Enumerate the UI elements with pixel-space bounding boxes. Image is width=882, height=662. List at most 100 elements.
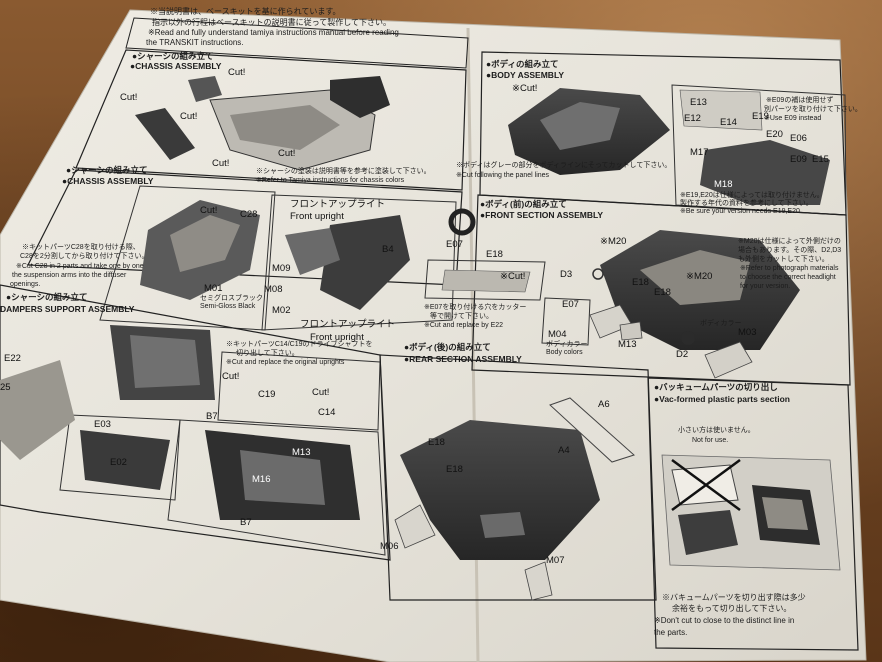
front-upright-en-2: Front upright bbox=[310, 332, 364, 343]
chassis-note-jp: ※シャーシの塗装は説明書等を参考に塗装して下さい。 bbox=[256, 168, 431, 175]
chassis-top-box bbox=[75, 49, 467, 191]
e07-note-jp-1: ※E07を取り付ける穴をカッター bbox=[424, 304, 527, 311]
body-low-jp: ※E19,E20は仕様によっては取り付けません。 bbox=[680, 192, 824, 199]
c14-label: C14 bbox=[318, 407, 336, 418]
d3-label: D3 bbox=[560, 269, 573, 280]
upright-subbox bbox=[261, 194, 457, 331]
cut-label-5: Cut! bbox=[212, 158, 230, 169]
floor-part-left bbox=[135, 108, 195, 160]
e02-label: E02 bbox=[110, 457, 127, 468]
notice-box bbox=[125, 17, 469, 69]
e18-rear-label-2: E18 bbox=[446, 464, 463, 475]
cut-box bbox=[424, 259, 546, 301]
b7-label-2: B7 bbox=[240, 517, 252, 528]
m04-color-en: Body colors bbox=[546, 349, 583, 356]
vac-notuse-en: Not for use. bbox=[692, 437, 729, 444]
e19-label: E19 bbox=[752, 111, 769, 122]
notice-jp: ※当説明書は、ベースキットを基に作られています。 bbox=[150, 7, 341, 16]
headlight-note-jp-1: ※M20は仕様によって外側だけの bbox=[738, 238, 841, 245]
headlight-note-en-2: to choose the correct headlight bbox=[740, 274, 836, 281]
shaft-cut-2: Cut! bbox=[312, 387, 330, 398]
vac-notuse-jp: 小さい方は使いません。 bbox=[678, 427, 755, 434]
shaft-note-en: ※Cut and replace the original uprights bbox=[226, 359, 345, 366]
chassis-title-jp: ●シャーシの組み立て bbox=[66, 165, 148, 175]
shaft-box bbox=[217, 351, 381, 431]
body-inset-part bbox=[700, 140, 830, 205]
vac-light-right-inner bbox=[762, 497, 808, 530]
small-part-top bbox=[188, 76, 222, 102]
e03-label: E03 bbox=[94, 419, 111, 430]
body-note-jp: ※ボディはグレーの部分をボディラインにそってカットして下さい。 bbox=[456, 162, 672, 169]
b7-label: B7 bbox=[206, 411, 218, 422]
cut-label-3: Cut! bbox=[180, 111, 198, 122]
m01-label: M01 bbox=[204, 283, 223, 294]
rear-chassis-box-right bbox=[167, 419, 386, 556]
chassis-title-en: ●CHASSIS ASSEMBLY bbox=[62, 176, 154, 186]
e07-label-2: E07 bbox=[562, 299, 579, 310]
m20-label-2: ※M20 bbox=[686, 271, 713, 282]
dampers-part-center-detail bbox=[130, 335, 200, 388]
c28-note-en-2: the suspension arms into the diffuser bbox=[12, 272, 127, 279]
e18-label-3: E18 bbox=[654, 287, 671, 298]
m03-part bbox=[704, 341, 753, 379]
cut-label-4: Cut! bbox=[278, 148, 296, 159]
rear-chassis-part-right-detail bbox=[240, 450, 325, 505]
notice-en-2: the TRANSKIT instructions. bbox=[146, 38, 244, 47]
vac-title-jp: ●バッキュームパーツの切り出し bbox=[654, 382, 778, 392]
vac-bottom-en-1: ※Don't cut to close to the distinct line… bbox=[654, 616, 795, 625]
e20-label: E20 bbox=[766, 129, 783, 140]
vac-box bbox=[647, 377, 859, 651]
a6-label: A6 bbox=[598, 399, 610, 410]
m06-part bbox=[394, 504, 436, 549]
m20-label: ※M20 bbox=[600, 236, 627, 247]
vac-bottom-en-2: the parts. bbox=[654, 628, 688, 637]
rear-chassis-box-left bbox=[59, 414, 181, 501]
headlight-note-jp-2: 場合もあります。その際、D2,D3 bbox=[738, 247, 842, 254]
m04-box bbox=[541, 297, 591, 346]
front-upright-jp: フロントアップライト bbox=[290, 199, 386, 210]
m03-label: M03 bbox=[738, 327, 757, 338]
notice-en-1: ※Read and fully understand tamiya instru… bbox=[148, 28, 399, 37]
body-inset-en: ※Use E09 instead bbox=[764, 115, 822, 122]
e12-label: E12 bbox=[684, 113, 701, 124]
c28-label: C28 bbox=[240, 209, 258, 220]
a6-part bbox=[549, 397, 635, 463]
front-cut-label: ※Cut! bbox=[500, 271, 526, 282]
body-title-jp: ●ボディの組み立て bbox=[486, 59, 559, 69]
rear-title-jp: ●ボディ(後)の組み立て bbox=[404, 342, 491, 352]
headlight-note-en-3: for your version. bbox=[740, 283, 791, 290]
m01-color-jp: セミグロスブラック bbox=[200, 295, 263, 302]
vac-title-en: ●Vac-formed plastic parts section bbox=[654, 394, 790, 404]
front-title-en: ●FRONT SECTION ASSEMBLY bbox=[480, 210, 604, 220]
e09-label: E09 bbox=[790, 154, 807, 165]
m16-label: M16 bbox=[252, 474, 271, 485]
chassis-note-en: ※Refer to Tamiya instructions for chassi… bbox=[256, 177, 405, 184]
e13-label: E13 bbox=[690, 97, 707, 108]
e07-note-jp-2: 等で開けて下さい。 bbox=[430, 313, 493, 320]
body-inset-jp: ※E09の補は使用せず bbox=[766, 97, 834, 104]
chassis-top-title-jp: ●シャーシの組み立て bbox=[132, 51, 214, 61]
front-title-jp: ●ボディ(前)の組み立て bbox=[480, 199, 567, 209]
chassis-top-title-en: ●CHASSIS ASSEMBLY bbox=[130, 61, 222, 71]
m18-label: M18 bbox=[714, 179, 733, 190]
e07-label: E07 bbox=[446, 239, 463, 250]
b4-label: B4 bbox=[382, 244, 394, 255]
m13-part bbox=[619, 321, 643, 341]
front-section-box bbox=[471, 194, 851, 386]
body-low-jp-2: 製作する年代の資料を参考にして下さい。 bbox=[680, 200, 813, 207]
headlight-note-en-1: ※Refer to photograph materials bbox=[740, 265, 839, 272]
e15-label: E15 bbox=[812, 154, 829, 165]
e14-label: E14 bbox=[720, 117, 737, 128]
a4-label: A4 bbox=[558, 445, 570, 456]
vac-bottom-jp-1: ※バキュームパーツを切り出す際は多少 bbox=[662, 593, 806, 602]
d2-label: D2 bbox=[676, 349, 689, 360]
c28-note-en-1: ※Cut C28 in 2 parts and take one by one bbox=[16, 263, 144, 270]
m13-front-label: M13 bbox=[618, 339, 637, 350]
m07-label: M07 bbox=[546, 555, 565, 566]
dampers-box bbox=[0, 284, 391, 561]
e06-label: E06 bbox=[790, 133, 807, 144]
front-upright-en: Front upright bbox=[290, 211, 344, 222]
e18-label: E18 bbox=[486, 249, 503, 260]
wing-part-right bbox=[330, 76, 390, 118]
